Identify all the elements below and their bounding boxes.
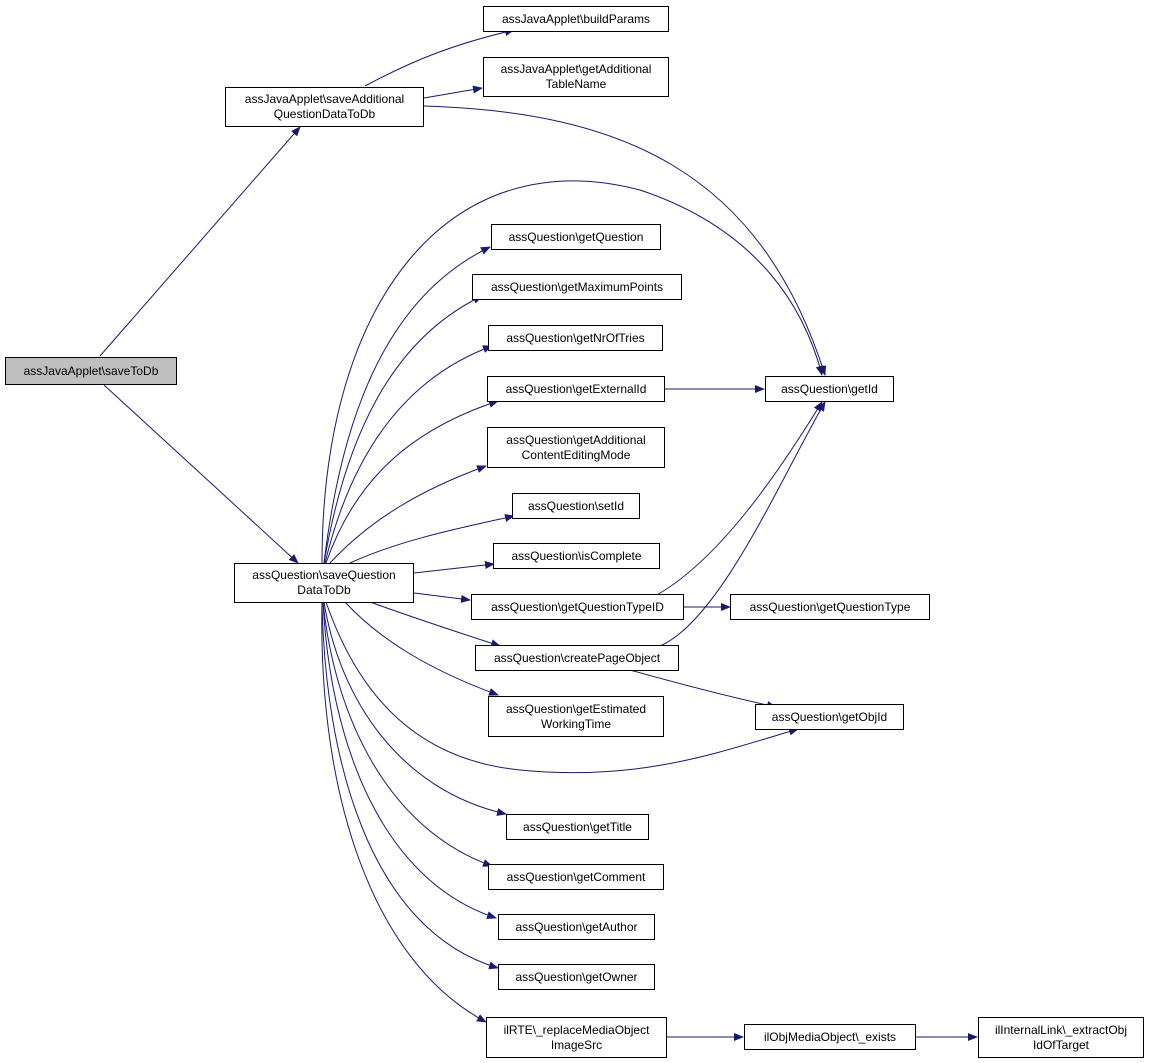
edge-createpageobject-getobjid (629, 669, 777, 709)
node-getadditionaltablename[interactable]: assJavaApplet\getAdditional TableName (483, 57, 669, 97)
node-buildparams[interactable]: assJavaApplet\buildParams (483, 6, 669, 32)
node-getadditionalcontent[interactable]: assQuestion\getAdditional ContentEditing… (487, 427, 665, 468)
edge-savequestion-gettitle (323, 601, 507, 816)
node-getcomment[interactable]: assQuestion\getComment (488, 864, 664, 890)
edge-savequestion-getquestion (323, 246, 491, 564)
node-getexternalid[interactable]: assQuestion\getExternalId (487, 376, 665, 402)
node-getmaximumpoints[interactable]: assQuestion\getMaximumPoints (472, 274, 682, 300)
node-gettitle[interactable]: assQuestion\getTitle (506, 814, 649, 840)
node-getestimated[interactable]: assQuestion\getEstimated WorkingTime (488, 696, 664, 737)
edge-getquestiontypeid-getid (654, 401, 823, 597)
edge-saveadditional-tablename (423, 85, 483, 99)
edge-savequestion-getowner (321, 601, 499, 970)
edge-savequestion-getquestiontypeid (413, 592, 471, 603)
edge-root-savequestion (103, 384, 299, 564)
edge-savequestion-createpageobject (369, 601, 501, 648)
node-getowner[interactable]: assQuestion\getOwner (498, 964, 655, 990)
node-saveadditional[interactable]: assJavaApplet\saveAdditional QuestionDat… (225, 87, 424, 127)
node-iscomplete[interactable]: assQuestion\isComplete (493, 543, 660, 569)
edge-savequestion-getadditionalcontent (329, 465, 487, 564)
edge-savequestion-getmaximumpoints (323, 295, 483, 564)
edge-createpageobject-getid (659, 401, 826, 647)
edge-root-saveadditional (99, 126, 301, 357)
node-extractobj[interactable]: ilInternalLink\_extractObj IdOfTarget (978, 1017, 1144, 1058)
node-getauthor[interactable]: assQuestion\getAuthor (498, 914, 655, 940)
edge-saveadditional-buildparams (364, 28, 515, 87)
node-getquestion[interactable]: assQuestion\getQuestion (491, 224, 661, 250)
edge-savequestion-replacemedia (321, 601, 487, 1023)
edge-savequestion-getestimated (344, 601, 499, 696)
node-mediaexists[interactable]: ilObjMediaObject\_exists (744, 1024, 916, 1050)
node-getnroftries[interactable]: assQuestion\getNrOfTries (488, 325, 663, 351)
edge-savequestion-iscomplete (413, 561, 495, 574)
node-getobjid[interactable]: assQuestion\getObjId (755, 704, 904, 730)
node-getquestiontype[interactable]: assQuestion\getQuestionType (730, 594, 930, 620)
node-setid[interactable]: assQuestion\setId (512, 493, 640, 519)
node-savequestion[interactable]: assQuestion\saveQuestion DataToDb (234, 563, 414, 603)
edge-savequestion-getauthor (322, 601, 497, 919)
edge-savequestion-getid (321, 180, 824, 564)
edge-savequestion-getnroftries (324, 345, 493, 564)
node-root-savetodb: assJavaApplet\saveToDb (5, 357, 177, 385)
node-replacemedia[interactable]: ilRTE\_replaceMediaObject ImageSrc (486, 1017, 667, 1058)
node-getquestiontypeid[interactable]: assQuestion\getQuestionTypeID (471, 594, 684, 620)
edge-savequestion-getobjid (325, 601, 799, 774)
node-createpageobject[interactable]: assQuestion\createPageObject (475, 645, 679, 671)
node-getid[interactable]: assQuestion\getId (765, 376, 894, 402)
edge-savequestion-getcomment (322, 601, 493, 867)
edge-savequestion-getexternalid (325, 400, 499, 564)
edge-saveadditional-getid (423, 105, 827, 376)
edge-savequestion-setid (349, 514, 515, 564)
